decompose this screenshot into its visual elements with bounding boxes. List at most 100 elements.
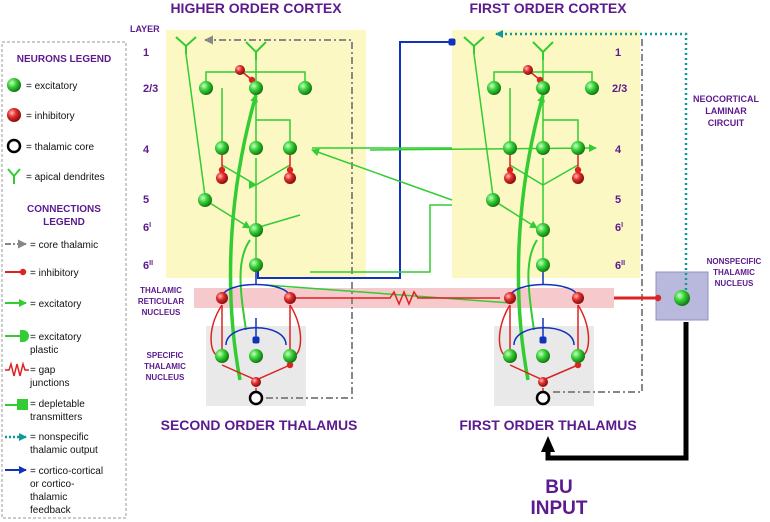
gap-junction-icon: [5, 361, 29, 377]
legend-feedback-text-2: or cortico-: [30, 479, 74, 490]
layer-5-label: 5: [143, 194, 149, 206]
legend-plastic-text-2: plastic: [30, 345, 58, 356]
svg-text:NUCLEUS: NUCLEUS: [142, 308, 181, 317]
core-thalamic-path-first: [553, 39, 646, 393]
apical-dendrites-icon: [463, 36, 485, 54]
svg-text:CIRCUIT: CIRCUIT: [708, 118, 745, 128]
apical-dendrites-icon: [175, 36, 197, 54]
layer-labels-left: LAYER 1 2/3 4 5 6I 6II: [130, 24, 160, 272]
legend-thalamic-core-text: = thalamic core: [26, 142, 95, 153]
first-order-thalamus-circuit: [498, 272, 590, 406]
excitatory-neuron-icon: [487, 81, 501, 95]
excitatory-plastic-icon: [5, 330, 29, 342]
excitatory-neuron-icon: [571, 349, 585, 363]
inhibitory-neuron-icon: [251, 377, 261, 387]
svg-text:RETICULAR: RETICULAR: [138, 297, 184, 306]
svg-text:BU: BU: [545, 477, 572, 498]
thalamus-to-higher-l6: [310, 204, 452, 273]
legend-inhibitory-text: = inhibitory: [26, 111, 75, 122]
long-range-connections: [204, 30, 689, 461]
svg-text:LAMINAR: LAMINAR: [705, 106, 747, 116]
connections-legend-subtitle: LEGEND: [43, 217, 85, 228]
layer-1-label: 1: [615, 47, 621, 59]
inhibitory-neuron-icon: [235, 65, 245, 75]
inhibitory-neuron-icon: [7, 108, 21, 122]
svg-text:THALAMIC: THALAMIC: [144, 362, 186, 371]
svg-text:THALAMIC: THALAMIC: [713, 268, 755, 277]
layer-6i-label: 6I: [615, 222, 623, 234]
excitatory-neuron-icon: [571, 141, 585, 155]
legend-inhibitory-connection-text: = inhibitory: [30, 268, 79, 279]
legend-feedback-text-4: feedback: [30, 505, 72, 516]
thalamic-core-icon: [248, 390, 264, 406]
excitatory-neuron-icon: [298, 81, 312, 95]
inhibitory-neuron-icon: [216, 172, 228, 184]
bu-input-arrow: [541, 322, 689, 461]
layer-4-label: 4: [615, 144, 622, 156]
inhibitory-neuron-icon: [284, 172, 296, 184]
higher-order-cortex-circuit: [175, 36, 312, 381]
svg-text:NUCLEUS: NUCLEUS: [715, 279, 754, 288]
connections-legend-title: CONNECTIONS: [27, 204, 101, 215]
excitatory-neuron-icon: [7, 78, 21, 92]
excitatory-neuron-icon: [198, 193, 212, 207]
layer-23-label: 2/3: [612, 83, 627, 95]
layer-23-label: 2/3: [143, 83, 158, 95]
legend-depletable-text-2: transmitters: [30, 412, 82, 423]
svg-text:NEOCORTICAL: NEOCORTICAL: [693, 94, 759, 104]
excitatory-neuron-icon: [536, 349, 550, 363]
second-order-thalamus-circuit: [210, 272, 302, 406]
inhibitory-neuron-icon: [572, 172, 584, 184]
thalamic-core-icon: [6, 138, 22, 154]
excitatory-neuron-icon: [536, 81, 550, 95]
nonspecific-output-path: [495, 30, 688, 295]
inhibitory-neuron-icon: [216, 292, 228, 304]
legend-gap-text-2: junctions: [29, 378, 69, 389]
legend-feedback-text-1: = cortico-cortical: [30, 466, 103, 477]
layer-labels-right: 1 2/3 4 5 6I 6II: [612, 47, 627, 272]
higher-cortex-region: [166, 30, 366, 278]
nonspecific-nucleus-label: NONSPECIFIC THALAMIC NUCLEUS: [707, 257, 762, 288]
inhibitory-neuron-icon: [572, 292, 584, 304]
excitatory-neuron-icon: [503, 141, 517, 155]
legend-excitatory-connection-text: = excitatory: [30, 299, 81, 310]
legend-feedback-text-3: thalamic: [30, 492, 67, 503]
legend-gap-text-1: = gap: [30, 365, 56, 376]
excitatory-neuron-icon: [536, 223, 550, 237]
inhibitory-neuron-icon: [504, 172, 516, 184]
inhibitory-neuron-icon: [504, 292, 516, 304]
first-cortex-title: FIRST ORDER CORTEX: [469, 0, 627, 16]
inhibitory-neuron-icon: [284, 292, 296, 304]
apical-dendrites-icon: [7, 168, 21, 184]
second-thalamus-title: SECOND ORDER THALAMUS: [161, 417, 358, 433]
svg-text:THALAMIC: THALAMIC: [140, 286, 182, 295]
layer-header: LAYER: [130, 24, 160, 34]
excitatory-neuron-icon: [199, 81, 213, 95]
bu-input-label: BU INPUT: [531, 477, 588, 519]
legend-nonspecific-text-1: = nonspecific: [30, 432, 89, 443]
layer-6ii-label: 6II: [615, 260, 625, 272]
nonspecific-nucleus-neuron: [674, 290, 690, 306]
excitatory-neuron-icon: [536, 141, 550, 155]
excitatory-neuron-icon: [215, 141, 229, 155]
excitatory-neuron-icon: [249, 258, 263, 272]
excitatory-neuron-icon: [249, 141, 263, 155]
first-thalamus-title: FIRST ORDER THALAMUS: [459, 417, 636, 433]
reticular-gap-junctions: [294, 290, 500, 306]
inhibitory-neuron-icon: [538, 377, 548, 387]
svg-text:INPUT: INPUT: [531, 498, 588, 519]
layer-6i-label: 6I: [143, 222, 151, 234]
thalamic-core-icon: [535, 390, 551, 406]
core-thalamic-path-second: [204, 35, 353, 399]
layer-6ii-label: 6II: [143, 260, 153, 272]
higher-l6-to-second-thalamus: [265, 284, 511, 304]
excitatory-neuron-icon: [249, 81, 263, 95]
specific-nucleus-label: SPECIFIC THALAMIC NUCLEUS: [144, 351, 186, 382]
excitatory-neuron-icon: [283, 141, 297, 155]
excitatory-neuron-icon: [503, 349, 517, 363]
legend-plastic-text-1: = excitatory: [30, 332, 81, 343]
svg-text:NONSPECIFIC: NONSPECIFIC: [707, 257, 762, 266]
legend-depletable-text-1: = depletable: [30, 399, 85, 410]
legend-apical-text: = apical dendrites: [26, 172, 105, 183]
